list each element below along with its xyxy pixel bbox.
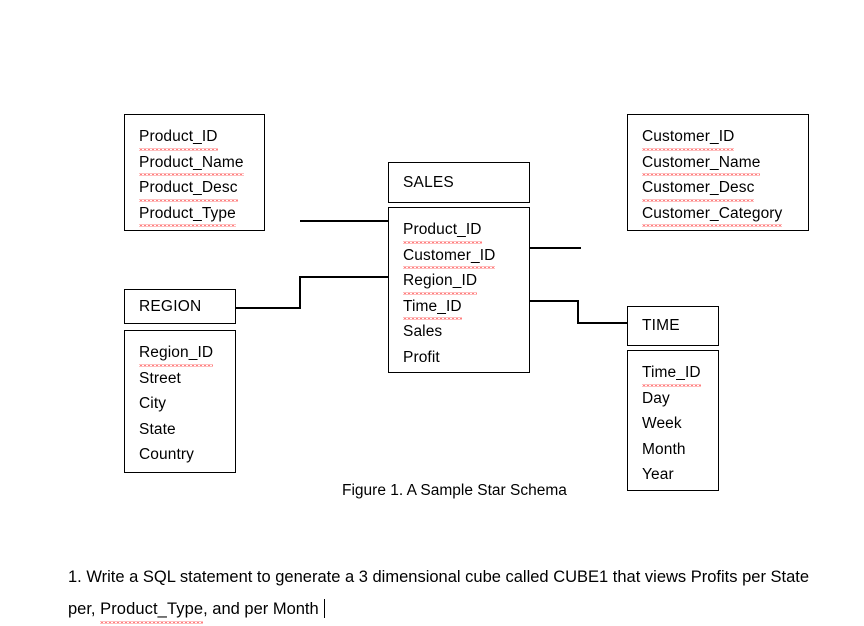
field-label: Product_ID: [139, 124, 218, 151]
entity-header-region: REGION: [124, 289, 236, 324]
table-row: Year: [642, 462, 718, 488]
question-misspelled-term: Product_Type: [100, 597, 204, 624]
field-label: Customer_ID: [642, 124, 735, 151]
field-label: Time_ID: [403, 294, 462, 320]
field-label: Customer_ID: [403, 243, 496, 269]
field-label: Street: [139, 369, 181, 387]
field-label: Product_Desc: [139, 175, 238, 202]
table-row: Customer_Name: [642, 150, 808, 176]
field-label: Country: [139, 446, 194, 464]
connector-sales-time-segment-3: [577, 322, 628, 324]
text-cursor: [323, 599, 326, 618]
field-label: Customer_Name: [642, 150, 761, 176]
connector-region-sales-segment-3: [299, 276, 389, 278]
table-row: Product_Type: [139, 201, 264, 227]
table-row: Month: [642, 437, 718, 463]
entity-header-sales: SALES: [388, 162, 530, 203]
table-row: Profit: [403, 345, 529, 371]
field-label: Product_Type: [139, 201, 236, 227]
figure-caption: Figure 1. A Sample Star Schema: [342, 482, 567, 499]
table-row: Region_ID: [403, 268, 529, 295]
connector-region-sales-segment-1: [236, 307, 301, 309]
question-line-2: per, Product_Type, and per Month: [68, 593, 848, 625]
entity-table-customer: Customer_ID Customer_Name Customer_Desc …: [627, 114, 809, 231]
question-line-2-prefix: per,: [68, 600, 101, 618]
field-label: State: [139, 420, 176, 438]
question-text-block[interactable]: 1. Write a SQL statement to generate a 3…: [68, 561, 848, 625]
table-row: Week: [642, 411, 718, 437]
field-label: Month: [642, 440, 686, 458]
table-row: Customer_ID: [403, 243, 529, 269]
field-label: Region_ID: [403, 268, 478, 295]
table-row: Product_Name: [139, 150, 264, 176]
field-label: Year: [642, 466, 674, 484]
table-row: Region_ID: [139, 340, 235, 367]
table-row: Day: [642, 386, 718, 412]
field-label: Day: [642, 389, 670, 407]
entity-table-region: Region_ID Street City State Country: [124, 330, 236, 473]
table-row: Customer_ID: [642, 124, 808, 151]
table-row: Country: [139, 442, 235, 468]
question-line-2-suffix: , and per Month: [203, 600, 319, 618]
table-row: City: [139, 391, 235, 417]
connector-region-sales-segment-2: [299, 276, 301, 308]
field-label: Customer_Category: [642, 201, 783, 227]
field-label: City: [139, 395, 167, 413]
entity-title-region: REGION: [139, 297, 202, 315]
connector-sales-time-segment-2: [577, 300, 579, 324]
question-line-1: 1. Write a SQL statement to generate a 3…: [68, 568, 810, 586]
entity-title-sales: SALES: [403, 173, 454, 191]
field-label: Profit: [403, 348, 440, 366]
table-row: Product_Desc: [139, 175, 264, 202]
table-row: Product_ID: [403, 217, 529, 244]
entity-title-time: TIME: [642, 317, 680, 335]
table-row: Time_ID: [403, 294, 529, 320]
entity-header-time: TIME: [627, 306, 719, 346]
field-label: Week: [642, 415, 682, 433]
entity-table-time: Time_ID Day Week Month Year: [627, 350, 719, 491]
connector-sales-time-segment-1: [529, 300, 579, 302]
field-label: Product_ID: [403, 217, 482, 244]
field-label: Region_ID: [139, 340, 214, 367]
field-label: Time_ID: [642, 360, 701, 387]
entity-table-product: Product_ID Product_Name Product_Desc Pro…: [124, 114, 265, 231]
table-row: Street: [139, 366, 235, 392]
entity-table-sales: Product_ID Customer_ID Region_ID Time_ID…: [388, 207, 530, 373]
table-row: Customer_Desc: [642, 175, 808, 202]
table-row: Product_ID: [139, 124, 264, 151]
table-row: Time_ID: [642, 360, 718, 387]
connector-sales-customer: [529, 247, 581, 249]
connector-product-sales: [300, 220, 389, 222]
table-row: State: [139, 417, 235, 443]
field-label: Sales: [403, 323, 443, 341]
field-label: Product_Name: [139, 150, 244, 176]
table-row: Customer_Category: [642, 201, 808, 227]
field-label: Customer_Desc: [642, 175, 755, 202]
table-row: Sales: [403, 319, 529, 345]
